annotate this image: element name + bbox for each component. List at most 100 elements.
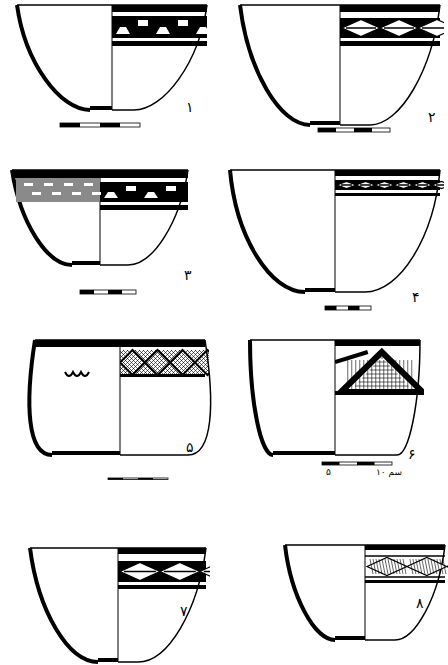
hatch [413,559,416,574]
lozenge [337,182,356,189]
pot-drawing [30,548,240,662]
scale-segment [348,306,360,310]
hatch [419,559,422,574]
band-line [365,576,445,578]
hatch [120,350,144,375]
scale-label: ۵ [326,468,331,477]
hatch [120,350,132,375]
net-lozenge [170,350,195,375]
base-section [90,106,112,110]
scale-segment [357,462,375,465]
reserved-motif [156,27,170,34]
scale-segment [322,462,340,465]
hatch [187,350,209,375]
figure-number: ۶ [408,447,416,461]
base-section [305,288,335,292]
scale-segment [138,478,153,480]
hatch [380,358,383,359]
hatch [131,350,156,375]
hatch [159,350,184,375]
hatch [155,350,180,375]
base-section [335,636,365,640]
band-stripe [335,193,440,196]
wall-profile [395,545,445,640]
hatch [147,350,172,375]
figure-number: ۱ [186,100,194,114]
band [112,16,207,38]
hatch [179,350,204,375]
hatch [373,559,376,574]
hatch [428,559,431,574]
base-section [310,121,340,125]
pot-drawing [285,545,448,640]
scale-outline [322,462,392,465]
band-stripe [118,585,206,589]
base-section [273,451,335,455]
hatch [366,374,398,375]
hatch [351,360,352,392]
lozenge-line [124,571,156,573]
band [118,561,206,582]
hatch [171,350,196,375]
band-stripe [100,205,188,210]
pot-drawing [12,170,188,265]
wall-section [30,548,98,662]
hatch [120,350,144,375]
lozenge [432,182,444,189]
dash [24,183,33,186]
pot-drawing [240,5,448,125]
scale-outline [325,306,371,310]
hatch [385,559,388,574]
wall-profile [397,340,420,455]
scale-segment [60,123,80,127]
lozenge [380,20,418,37]
hatch [440,559,443,574]
hatch [379,559,382,574]
rim-band [118,548,206,554]
lozenge [160,563,200,581]
scale-bar [318,128,390,132]
painted-decoration [365,545,448,583]
lozenge [120,563,160,581]
pot-drawing [250,340,423,455]
dash [92,192,101,195]
hatch [410,559,413,574]
hatch [159,350,184,375]
hatch [391,559,394,574]
scale-bar [60,123,140,127]
band-stripe [340,41,440,46]
wall-section [240,5,310,125]
scale-bar [325,306,371,310]
painted-decoration [335,340,423,392]
hatch [171,350,196,375]
painted-decoration [100,170,188,210]
scale-segment [108,290,122,294]
figure-number: ۸ [416,596,424,610]
band-stripe [120,375,205,377]
hatch [120,350,132,375]
scale-outline [60,123,140,127]
hatch [387,360,388,392]
rim-band [12,170,100,178]
dash [84,183,93,186]
lozenge [200,563,210,581]
base-line [112,109,134,111]
grey-band [16,178,100,202]
hatch [187,350,209,375]
hatch [434,559,437,574]
pot-drawing [230,170,448,292]
rim-band [112,5,207,12]
wall-section [17,5,90,110]
lozenge [447,558,448,576]
rim-band [335,170,440,176]
reserved-motif [138,20,148,26]
hatch [397,559,400,574]
reserved-motif [178,20,188,26]
painted-decoration [118,548,210,589]
base-line [100,264,128,266]
scale-outline [108,478,168,480]
hatch [163,350,188,375]
lozenge [356,182,375,189]
scale-bar [80,290,136,294]
